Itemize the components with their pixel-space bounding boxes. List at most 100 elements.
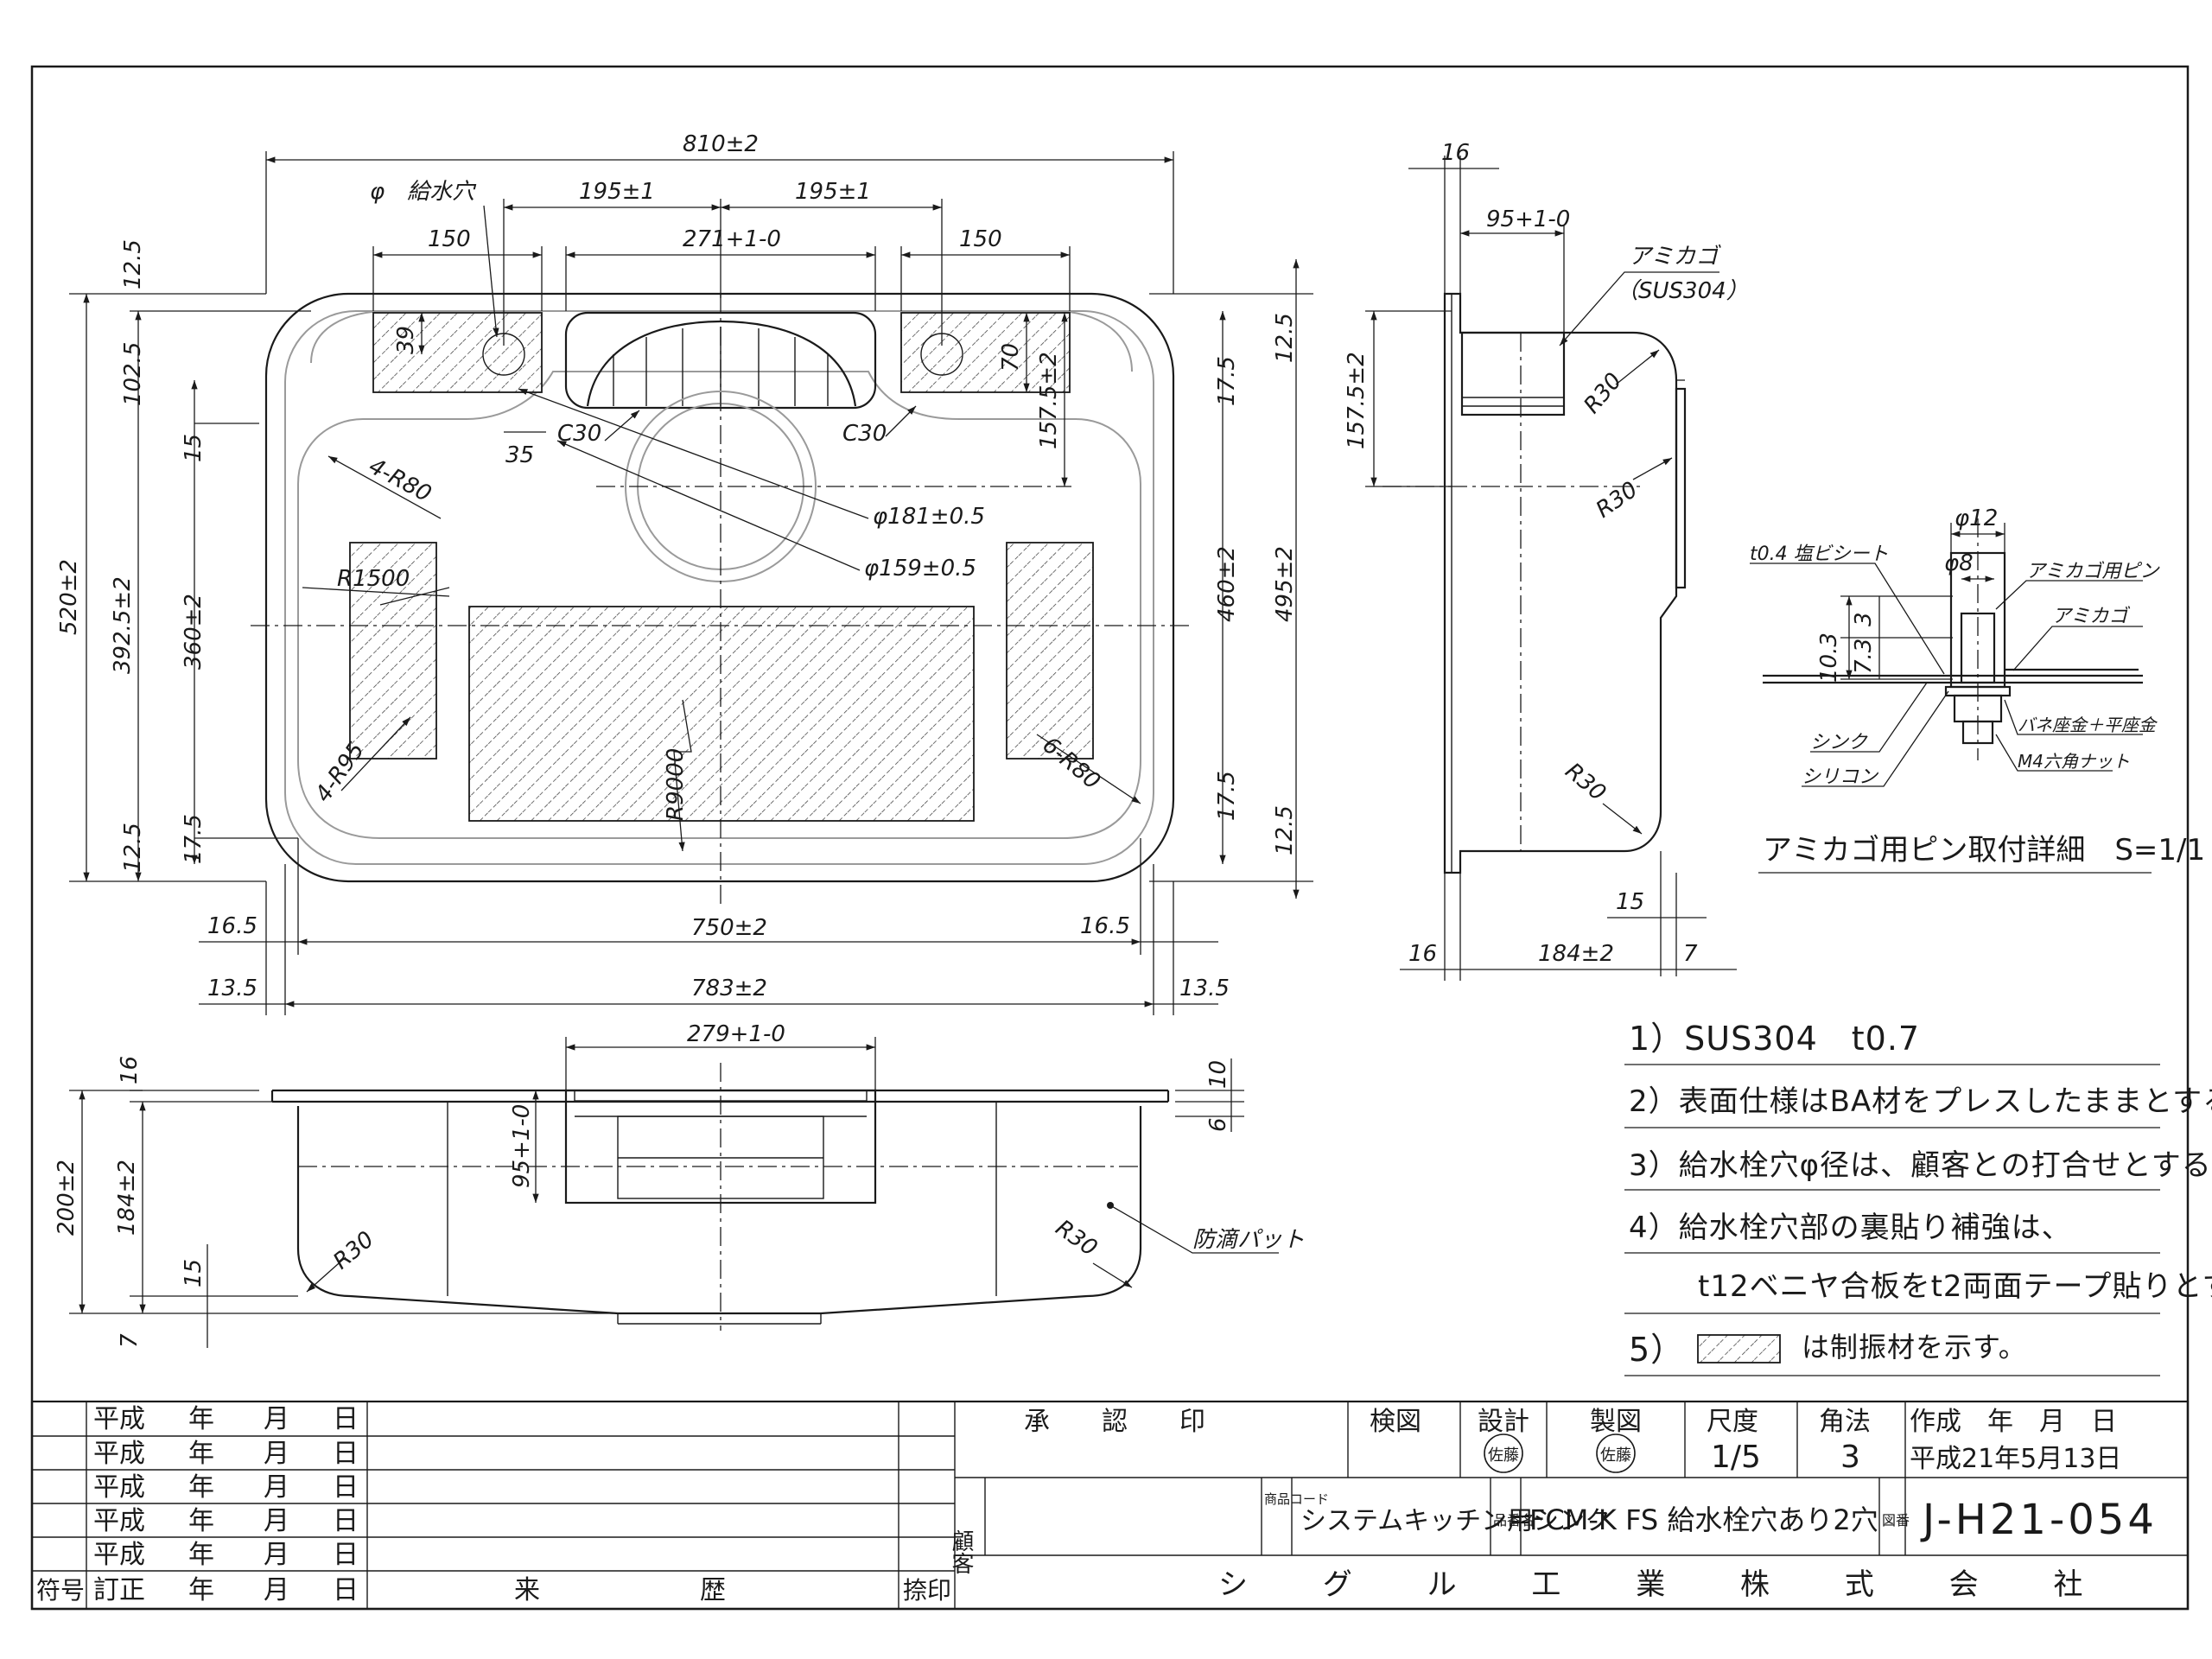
dim-17-5-bl: 17.5 [181, 814, 207, 864]
part-no: FCM-K FS 給水栓穴あり2穴 [1529, 1503, 1878, 1536]
design-stamp [1484, 1433, 1523, 1473]
detail-phi8: φ8 [1944, 550, 1974, 576]
dim-102-5: 102.5 [120, 342, 146, 406]
dim-392-5: 392.5±2 [110, 576, 136, 674]
detail-caption: アミカゴ用ピン取付詳細 S=1/1 [1763, 833, 2205, 868]
side-basket [1460, 331, 1566, 416]
side-r30-c: R30 [1560, 758, 1611, 806]
basket-arc [586, 320, 857, 407]
footer-year: 年 [188, 1575, 214, 1605]
detail-d3: 3 [1851, 612, 1877, 626]
svg-text:月: 月 [264, 1540, 289, 1570]
front-dim-7: 7 [117, 1333, 143, 1348]
note-5-hatch-sample [1697, 1334, 1781, 1363]
damping-pad-right [1006, 542, 1094, 760]
dim-39: 39 [393, 326, 419, 354]
side-sink-profile [1443, 292, 1678, 874]
side-dim-16-top: 16 [1441, 140, 1470, 166]
customer-label: 顧客 [948, 1529, 974, 1574]
inspection-label: 検図 [1370, 1407, 1421, 1437]
drawing-no: J-H21-054 [1920, 1496, 2158, 1544]
dim-phi181: φ181±0.5 [873, 504, 985, 530]
damping-pad-left [349, 542, 437, 760]
front-dim-10: 10 [1205, 1060, 1231, 1089]
note-5-text: は制振材を示す。 [1802, 1331, 2027, 1363]
svg-text:年: 年 [188, 1439, 214, 1469]
revision-row: 平成 年 月 日 [93, 1506, 359, 1536]
front-r30-left: R30 [328, 1226, 378, 1274]
dim-r95: 4-R95 [310, 738, 370, 807]
company-name: シ グ ル 工 業 株 式 会 社 [1218, 1567, 2115, 1602]
dim-basket-271: 271+1-0 [683, 226, 781, 252]
dim-c30-left: C30 [557, 421, 601, 447]
note-4-cont: t12ベニヤ合板をt2両面テープ貼りとする。 [1698, 1269, 2212, 1304]
svg-text:平成: 平成 [93, 1439, 145, 1469]
dim-phi159: φ159±0.5 [864, 556, 976, 582]
front-view: 279+1-0 95+1-0 200±2 184±2 16 15 7 10 6 … [54, 1021, 1305, 1348]
detail-silicone-label: シリコン [1802, 766, 1879, 788]
sink-deck-curve [310, 310, 1133, 372]
svg-text:日: 日 [333, 1439, 359, 1469]
footer-history-2: 歴 [700, 1575, 726, 1605]
detail-d7-3: 7.3 [1851, 639, 1877, 674]
dim-top-width: 810±2 [683, 131, 759, 157]
svg-text:年: 年 [188, 1506, 214, 1536]
svg-text:年: 年 [188, 1540, 214, 1570]
notes: 1）SUS304 t0.7 2）表面仕様はBA材をプレスしたままとする。 3）給… [1624, 1020, 2212, 1376]
footer-month: 月 [264, 1575, 289, 1605]
svg-text:平成: 平成 [93, 1404, 145, 1434]
detail-sheet-label: t0.4 塩ビシート [1750, 543, 1889, 565]
title-block: 平成 年 月 日 平成 年 月 日 平成 年 月 日 平成 年 月 日 平成 年… [30, 1400, 2190, 1611]
dim-faucet-hole: φ 給水穴 [370, 179, 477, 205]
svg-text:月: 月 [264, 1404, 289, 1434]
front-dim-184: 184±2 [114, 1160, 140, 1236]
dim-70: 70 [998, 343, 1024, 372]
front-dim-95: 95+1-0 [509, 1104, 535, 1188]
dim-360: 360±2 [181, 594, 207, 670]
svg-text:平成: 平成 [93, 1472, 145, 1503]
note-2: 2）表面仕様はBA材をプレスしたままとする。 [1629, 1084, 2212, 1119]
detail-basket-label: アミカゴ [2052, 606, 2131, 627]
svg-text:日: 日 [333, 1540, 359, 1570]
detail-nut-label: M4六角ナット [2018, 751, 2130, 772]
side-dim-7: 7 [1683, 941, 1698, 967]
dim-35: 35 [505, 442, 534, 468]
dim-r80-top: 4-R80 [365, 454, 435, 508]
side-dim-95: 95+1-0 [1486, 207, 1570, 232]
dim-460: 460±2 [1214, 546, 1240, 622]
svg-text:年: 年 [188, 1404, 214, 1434]
note-3: 3）給水栓穴φ径は、顧客との打合せとする。 [1629, 1148, 2212, 1183]
detail-pin-label: アミカゴ用ピン [2026, 561, 2161, 582]
front-dim-279: 279+1-0 [687, 1021, 785, 1047]
front-dim-200: 200±2 [54, 1160, 79, 1236]
angle-value: 3 [1840, 1440, 1860, 1475]
svg-text:日: 日 [333, 1506, 359, 1536]
dim-right-150: 150 [959, 226, 1002, 252]
front-r30-right: R30 [1051, 1215, 1102, 1262]
dim-12-5-bl: 12.5 [120, 823, 146, 873]
svg-text:月: 月 [264, 1472, 289, 1503]
note-4: 4）給水栓穴部の裏貼り補強は、 [1629, 1211, 2072, 1245]
dim-495: 495±2 [1272, 546, 1298, 622]
front-bowl-profile [296, 1106, 1142, 1315]
dim-12-5-tr: 12.5 [1272, 313, 1298, 363]
svg-text:平成: 平成 [93, 1540, 145, 1570]
damping-pad-top-left [372, 312, 543, 393]
dim-12-5-br: 12.5 [1272, 805, 1298, 855]
drawing-no-label: 図番 [1882, 1512, 1910, 1529]
revision-row: 平成 年 月 日 [93, 1439, 359, 1469]
revision-footer: 符号 訂正 年 月 日 来 歴 捺印 [36, 1575, 951, 1605]
dim-c30-right: C30 [842, 421, 887, 447]
dim-left-150: 150 [428, 226, 471, 252]
detail-d10-3: 10.3 [1816, 632, 1842, 683]
damping-pad-center [468, 606, 975, 822]
detail-washer-label: バネ座金＋平座金 [2018, 715, 2158, 735]
svg-text:佐藤: 佐藤 [1488, 1446, 1519, 1465]
drawn-stamp [1596, 1433, 1636, 1473]
sink-bowl-outline [297, 371, 1141, 839]
damping-pad-top-right [900, 312, 1071, 393]
dim-13-5-right: 13.5 [1179, 976, 1230, 1001]
side-r30-a: R30 [1579, 368, 1627, 418]
side-dim-15: 15 [1616, 889, 1644, 915]
